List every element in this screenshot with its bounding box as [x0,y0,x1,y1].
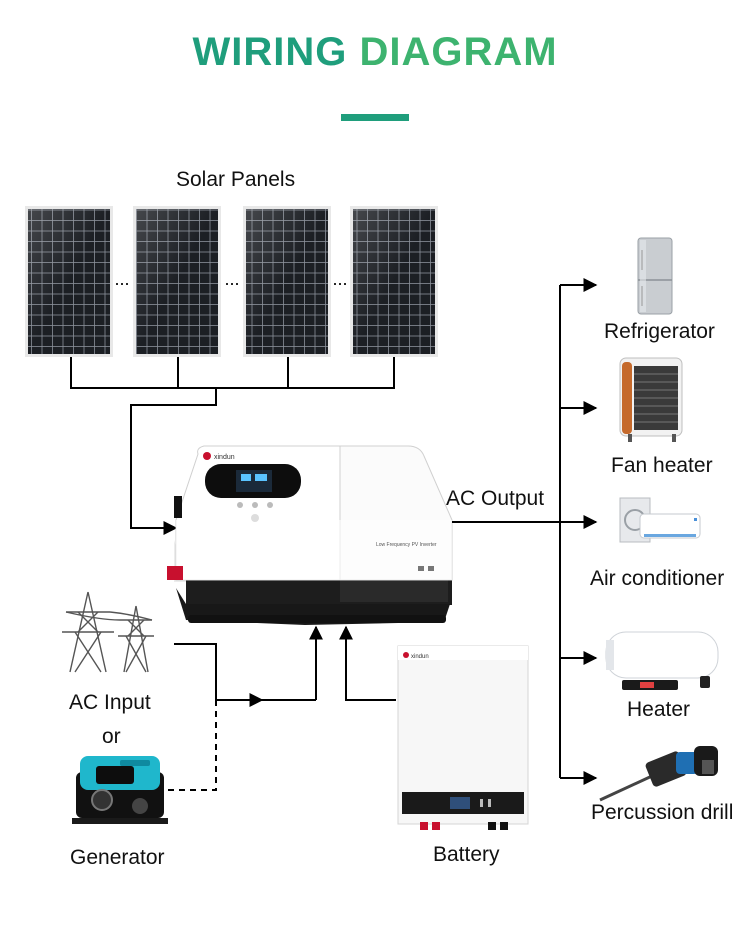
appliance-label-refrigerator: Refrigerator [604,320,715,343]
title-part-1: WIRING [192,30,360,74]
percussion-drill-icon [599,746,718,802]
title-underline [341,114,409,121]
inverter [167,445,453,625]
appliance-label-air-conditioner: Air conditioner [590,567,725,590]
battery-wiring [339,625,396,701]
ac-output-wiring [452,278,598,785]
ac-output-label: AC Output [446,487,545,510]
power-pylon-icon [62,591,154,673]
solar-panel-4 [350,206,438,357]
solar-panel-3 [243,206,331,357]
solar-panels-label: Solar Panels [176,168,296,191]
panel-separator-1: ... [114,269,129,289]
battery-brand: xindun [411,654,429,660]
appliance-label-percussion-drill: Percussion drill [591,801,734,824]
title-part-2: DIAGRAM [359,30,558,74]
or-label: or [102,725,121,748]
battery-label: Battery [433,843,500,866]
air-conditioner-icon [619,497,701,543]
appliance-label-fan-heater: Fan heater [611,454,713,477]
fan-heater-icon [619,357,683,442]
ac-input-label: AC Input [69,691,151,714]
battery-icon [397,645,529,830]
panel-separator-3: ... [332,269,347,289]
appliance-label-heater: Heater [627,698,691,721]
inverter-brand: xindun [214,454,235,461]
ac-input-wiring [168,625,323,791]
page-title: WIRING DIAGRAM [0,30,750,75]
solar-panel-2 [133,206,221,357]
water-heater-icon [605,631,719,690]
inverter-side-text: Low Frequency PV Inverter [376,542,437,548]
refrigerator-icon [637,237,673,315]
panel-separator-2: ... [224,269,239,289]
generator-icon [72,756,168,824]
solar-wiring [70,357,395,535]
generator-label: Generator [70,846,165,869]
solar-panel-1 [25,206,113,357]
